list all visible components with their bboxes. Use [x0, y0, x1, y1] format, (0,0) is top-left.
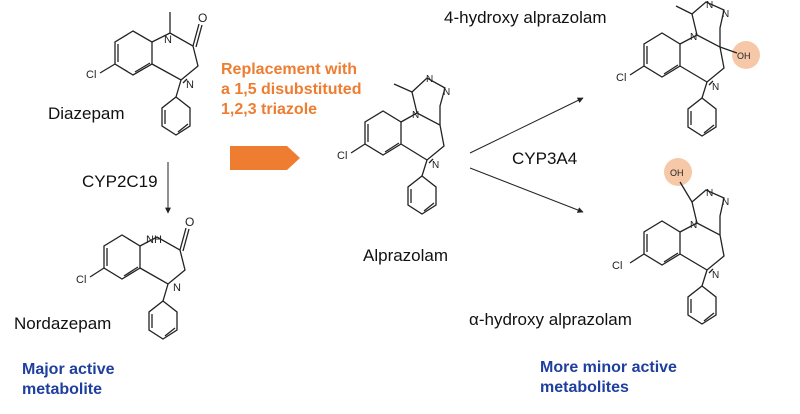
label-alpha-hydroxy-alprazolam: α-hydroxy alprazolam: [469, 310, 632, 329]
label-major-line2: metabolite: [22, 381, 103, 398]
atom-n: N: [164, 34, 172, 46]
atom-n: N: [722, 197, 729, 208]
label-major-active: Major active metabolite: [22, 360, 114, 400]
atom-nh: NH: [146, 234, 162, 246]
atom-o: O: [185, 215, 194, 229]
atom-n: N: [432, 160, 439, 171]
atom-n: N: [443, 87, 450, 98]
atom-n: N: [722, 9, 729, 20]
label-4-hydroxy-alprazolam: 4-hydroxy alprazolam: [444, 8, 607, 27]
label-minor-line1: More minor active: [540, 359, 677, 376]
atom-n: N: [426, 74, 433, 85]
oh-highlight: [732, 41, 760, 69]
label-replacement-line1: Replacement with: [221, 61, 358, 78]
atom-cl: Cl: [616, 72, 626, 84]
atom-n: N: [186, 79, 194, 91]
label-replacement: Replacement with a 1,5 disubstituted 1,2…: [221, 60, 361, 120]
atom-cl: Cl: [337, 150, 347, 162]
atom-o: O: [198, 11, 207, 25]
label-cyp3a4: CYP3A4: [512, 149, 578, 168]
cyp3a4-arrow-down: [469, 167, 584, 213]
replacement-arrow: [230, 146, 300, 170]
atom-cl: Cl: [86, 69, 96, 81]
atom-cl: Cl: [612, 260, 622, 272]
label-cyp2c19: CYP2C19: [82, 172, 158, 191]
atom-n: N: [712, 82, 719, 93]
label-major-line1: Major active: [22, 361, 115, 378]
atom-oh: OH: [670, 168, 684, 178]
atom-n: N: [690, 32, 697, 43]
cyp3a4-arrow-up: [469, 97, 584, 154]
label-minor-active: More minor active metabolites: [540, 358, 677, 398]
label-replacement-line2: a 1,5 disubstituted: [221, 81, 362, 98]
label-replacement-line3: 1,2,3 triazole: [221, 101, 318, 118]
atom-n: N: [412, 110, 419, 121]
alprazolam-structure: [350, 77, 446, 215]
atom-oh: OH: [737, 51, 751, 61]
atom-cl: Cl: [76, 274, 86, 286]
alpha-hydroxy-alprazolam-structure: [629, 181, 725, 325]
label-alprazolam: Alprazolam: [363, 246, 449, 265]
oh-highlight: [664, 158, 692, 186]
atom-n: N: [690, 220, 697, 231]
label-diazepam: Diazepam: [48, 104, 125, 123]
label-nordazepam: Nordazepam: [14, 314, 112, 333]
hydroxy4-alprazolam-structure: [629, 1, 738, 137]
atom-n: N: [706, 188, 713, 199]
diazepam-structure: [99, 12, 203, 136]
atom-n: N: [706, 0, 713, 11]
label-minor-line2: metabolites: [540, 379, 629, 396]
atom-n: N: [173, 282, 181, 294]
nordazepam-structure: [89, 227, 190, 340]
atom-n: N: [712, 270, 719, 281]
